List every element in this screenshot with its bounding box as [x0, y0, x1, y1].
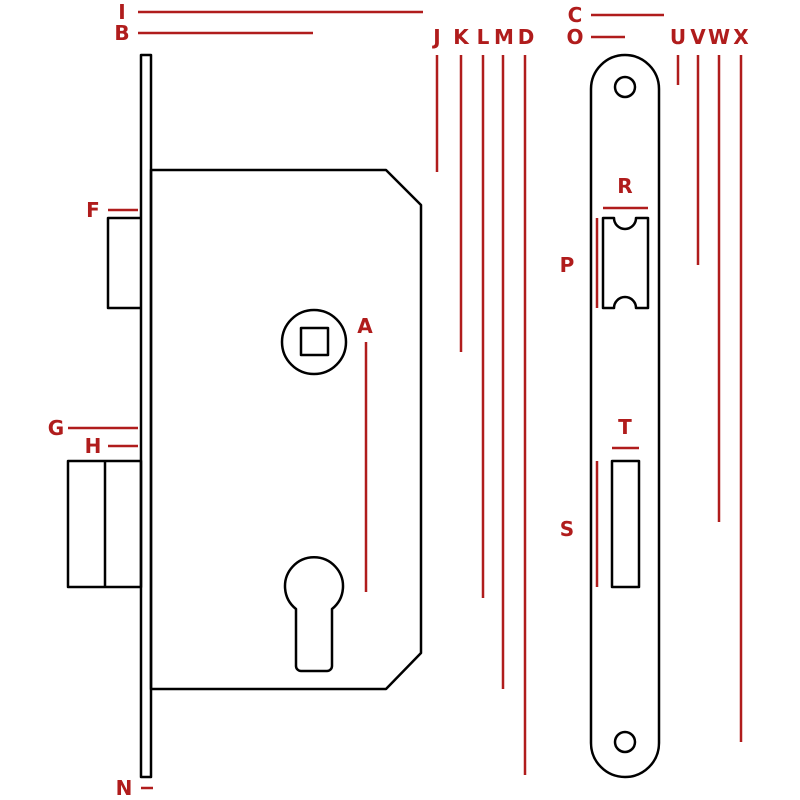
- label-O: O: [566, 25, 583, 49]
- label-B: B: [114, 21, 129, 45]
- latch-opening: [601, 216, 650, 310]
- label-W: W: [708, 25, 730, 49]
- label-A: A: [357, 314, 373, 338]
- label-R: R: [617, 174, 632, 198]
- label-G: G: [48, 416, 64, 440]
- label-I: I: [118, 0, 125, 24]
- label-J: J: [431, 25, 440, 49]
- label-F: F: [86, 198, 100, 222]
- strike-plate: [589, 53, 661, 779]
- dimension-labels: I B C O J K L M D U V W X F G H N A P R …: [48, 0, 750, 800]
- label-C: C: [568, 3, 583, 27]
- label-N: N: [116, 776, 133, 800]
- lock-case: [149, 168, 423, 691]
- label-V: V: [690, 25, 706, 49]
- label-T: T: [618, 415, 632, 439]
- latch-bolt: [106, 216, 141, 310]
- label-S: S: [560, 517, 574, 541]
- label-L: L: [477, 25, 490, 49]
- spindle-square: [299, 326, 330, 357]
- label-X: X: [733, 25, 749, 49]
- label-K: K: [453, 25, 470, 49]
- strike-plate-outline: [589, 53, 661, 779]
- top-screw-hole: [613, 75, 637, 99]
- label-M: M: [494, 25, 514, 49]
- dimension-lines: [68, 10, 743, 790]
- bolt-opening: [610, 459, 641, 589]
- follower-hub: [280, 308, 348, 376]
- label-U: U: [670, 25, 686, 49]
- cylinder-cutout: [283, 556, 345, 673]
- forend-plate: [139, 53, 153, 779]
- label-H: H: [85, 434, 102, 458]
- label-P: P: [560, 253, 575, 277]
- bottom-screw-hole: [613, 730, 637, 754]
- lock-body-side-view: [66, 53, 423, 779]
- label-D: D: [518, 25, 535, 49]
